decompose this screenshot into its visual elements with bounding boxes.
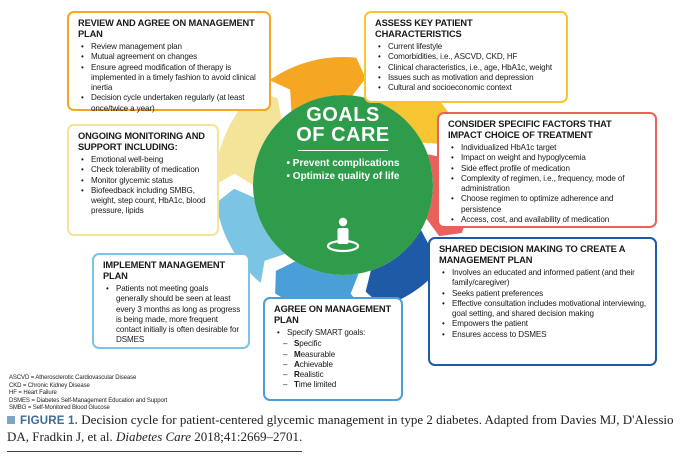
ring-segment-review bbox=[269, 57, 366, 112]
abbreviations-legend: ASCVD = Atherosclerotic Cardiovascular D… bbox=[9, 375, 167, 413]
list-item: Involves an educated and informed patien… bbox=[442, 268, 648, 289]
abbreviation: ASCVD = Atherosclerotic Cardiovascular D… bbox=[9, 375, 137, 381]
list-item: Monitor glycemic status bbox=[81, 176, 210, 187]
list-item: Review management plan bbox=[81, 42, 262, 53]
smart-item: Achievable bbox=[283, 360, 394, 371]
assess-box: ASSESS KEY PATIENT CHARACTERISTICS Curre… bbox=[364, 11, 568, 103]
list-item: Complexity of regimen, i.e., frequency, … bbox=[451, 174, 648, 195]
goals-of-care: GOALS OF CARE • Prevent complications • … bbox=[268, 105, 418, 183]
list-item: Issues such as motivation and depression bbox=[378, 73, 559, 84]
smart-item: Realistic bbox=[283, 370, 394, 381]
implement-box: IMPLEMENT MANAGEMENT PLAN Patients not m… bbox=[92, 253, 250, 349]
smart-item: Time limited bbox=[283, 380, 394, 391]
figure-caption: FIGURE 1. Decision cycle for patient-cen… bbox=[7, 412, 691, 445]
review-title: REVIEW AND AGREE ON MANAGEMENT PLAN bbox=[78, 18, 255, 39]
ring-segment-ongoing bbox=[215, 91, 282, 185]
review-box: REVIEW AND AGREE ON MANAGEMENT PLAN Revi… bbox=[67, 11, 271, 114]
smart-item: Specific bbox=[283, 339, 394, 350]
list-item: Effective consultation includes motivati… bbox=[442, 299, 648, 320]
goal-prevent-complications: • Prevent complications bbox=[286, 158, 400, 169]
list-item: Emotional well-being bbox=[81, 155, 210, 166]
square-icon bbox=[7, 416, 15, 424]
abbreviation: HF = Heart Failure bbox=[9, 390, 57, 397]
abbreviation: SMBG = Self-Monitored Blood Glucose bbox=[9, 405, 110, 412]
caption-rule bbox=[7, 451, 302, 452]
caption-citation: 2018;41:2669–2701. bbox=[191, 429, 303, 444]
goals-title-line1: GOALS bbox=[306, 104, 380, 126]
goal-optimize-quality: • Optimize quality of life bbox=[286, 171, 400, 182]
list-item: Clinical characteristics, i.e., age, HbA… bbox=[378, 63, 559, 74]
list-item: Cultural and socioeconomic context bbox=[378, 83, 559, 94]
consider-box: CONSIDER SPECIFIC FACTORS THAT IMPACT CH… bbox=[437, 112, 657, 228]
ongoing-title: ONGOING MONITORING AND SUPPORT INCLUDING… bbox=[78, 131, 205, 152]
list-item: Biofeedback including SMBG, weight, step… bbox=[81, 186, 210, 217]
list-item: Seeks patient preferences bbox=[442, 289, 648, 300]
list-item: Mutual agreement on changes bbox=[81, 52, 262, 63]
caption-text: Decision cycle for patient-centered glyc… bbox=[7, 412, 674, 444]
list-item: Specify SMART goals: bbox=[277, 328, 394, 339]
list-item: Check tolerability of medication bbox=[81, 165, 210, 176]
ring-segment-implement bbox=[216, 188, 286, 284]
abbreviation: DSMES = Diabetes Self-Management Educati… bbox=[9, 397, 168, 404]
goals-circle bbox=[253, 95, 433, 275]
person-icon bbox=[326, 217, 360, 253]
goals-divider bbox=[298, 150, 388, 151]
shared-title: SHARED DECISION MAKING TO CREATE A MANAG… bbox=[439, 244, 626, 265]
implement-title: IMPLEMENT MANAGEMENT PLAN bbox=[103, 260, 225, 281]
assess-title: ASSESS KEY PATIENT CHARACTERISTICS bbox=[375, 18, 473, 39]
list-item: Empowers the patient bbox=[442, 319, 648, 330]
abbreviation: CKD = Chronic Kidney Disease bbox=[9, 382, 90, 389]
agree-box: AGREE ON MANAGEMENT PLAN Specify SMART g… bbox=[263, 297, 403, 401]
list-item: Side effect profile of medication bbox=[451, 164, 648, 175]
list-item: Access, cost, and availability of medica… bbox=[451, 215, 648, 226]
list-item: Patients not meeting goals generally sho… bbox=[106, 284, 241, 346]
list-item: Ensures access to DSMES bbox=[442, 330, 648, 341]
ongoing-box: ONGOING MONITORING AND SUPPORT INCLUDING… bbox=[67, 124, 219, 236]
list-item: Individualized HbA1c target bbox=[451, 143, 648, 154]
list-item: Decision cycle undertaken regularly (at … bbox=[81, 93, 262, 114]
caption-journal: Diabetes Care bbox=[116, 429, 192, 444]
goals-title-line2: OF CARE bbox=[296, 124, 390, 146]
list-item: Choose regimen to optimize adherence and… bbox=[451, 194, 648, 215]
list-item: Comorbidities, i.e., ASCVD, CKD, HF bbox=[378, 52, 559, 63]
figure-label: FIGURE 1. bbox=[20, 415, 79, 427]
list-item: Impact on weight and hypoglycemia bbox=[451, 153, 648, 164]
shared-decision-box: SHARED DECISION MAKING TO CREATE A MANAG… bbox=[428, 237, 657, 366]
consider-title: CONSIDER SPECIFIC FACTORS THAT IMPACT CH… bbox=[448, 119, 612, 140]
agree-title: AGREE ON MANAGEMENT PLAN bbox=[274, 304, 391, 325]
list-item: Current lifestyle bbox=[378, 42, 559, 53]
smart-item: Measurable bbox=[283, 350, 394, 361]
list-item: Ensure agreed modification of therapy is… bbox=[81, 63, 262, 94]
